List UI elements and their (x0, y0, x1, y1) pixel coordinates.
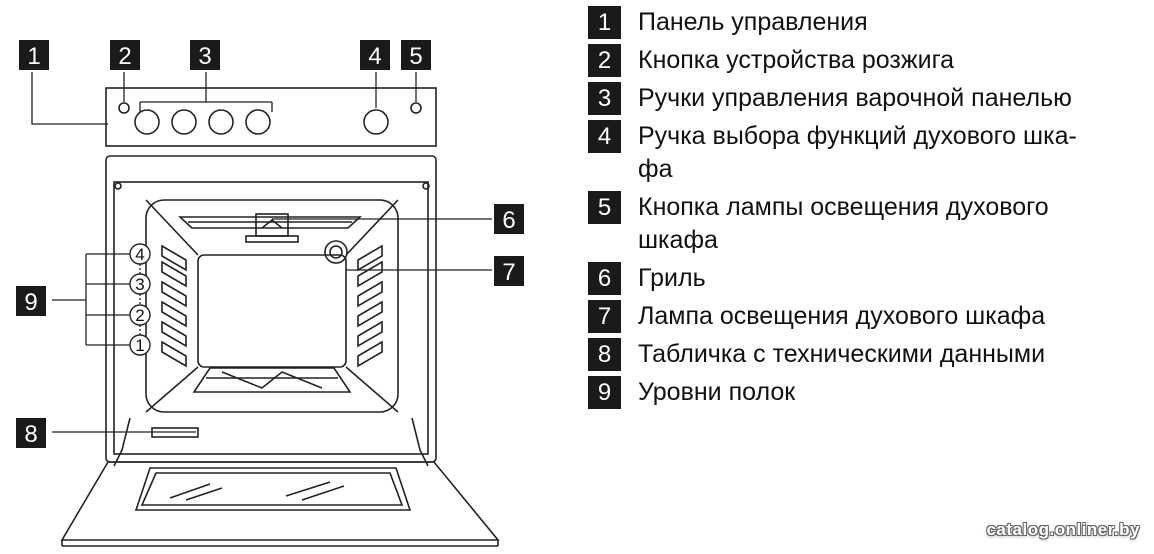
left-hinge (113, 417, 131, 467)
oven-lamp (324, 240, 348, 264)
legend-number: 1 (588, 6, 621, 39)
legend-item-2: Кнопка устройства розжига 2 (588, 44, 1148, 77)
legend-item-7: Лампа освещения духового шкафа 7 (588, 300, 1148, 333)
legend-item-6: Гриль 6 (588, 262, 1148, 295)
legend-text-line: Кнопка лампы освещения духового (638, 193, 1049, 221)
callout-label: 5 (409, 43, 422, 70)
legend-number: 7 (588, 300, 621, 333)
legend-number: 3 (588, 82, 621, 115)
oven-diagram: 4 3 2 1 1 2 3 4 5 6 7 8 9 (16, 40, 524, 547)
right-shelf-rails (357, 244, 383, 368)
shelf-level-number: 1 (135, 336, 144, 355)
legend-text-line: Ручка выбора функций духового шка- (638, 122, 1077, 150)
leader-lines (31, 72, 492, 433)
callout-9: 9 (16, 286, 46, 316)
callout-box (110, 40, 140, 70)
oven-cavity (145, 199, 399, 413)
legend-number: 8 (588, 338, 621, 371)
right-hinge (411, 417, 429, 467)
shelf-level-number: 3 (135, 275, 144, 294)
control-panel (105, 87, 437, 147)
callout-box (401, 40, 431, 70)
callout-3: 3 (190, 40, 220, 70)
legend-text-line: Уровни полок (638, 378, 796, 406)
legend-text-line: Гриль (638, 264, 706, 292)
callout-box (16, 418, 46, 448)
legend-number: 9 (588, 376, 621, 409)
legend-number: 6 (588, 262, 621, 295)
legend-number: 4 (588, 120, 621, 153)
bottom-heating-element (192, 367, 352, 393)
legend-number: 2 (588, 44, 621, 77)
legend-item-1: Панель управления 1 (588, 6, 1148, 39)
legend-text-line: Табличка с техническими данными (638, 340, 1046, 368)
legend-item-8: Табличка с техническими данными 8 (588, 338, 1148, 371)
callout-2: 2 (110, 40, 140, 70)
legend-item-3: Ручки управления варочной панелью 3 (588, 82, 1148, 115)
callout-box (494, 204, 524, 234)
callout-1: 1 (19, 40, 49, 70)
shelf-level-2: 2 (129, 304, 151, 326)
shelf-level-number: 2 (135, 306, 144, 325)
legend-item-5: Кнопка лампы освещения духового шкафа 5 (588, 191, 1148, 257)
shelf-level-1: 1 (129, 334, 151, 356)
oven-lamp-button (410, 102, 422, 114)
oven-function-knob (363, 109, 389, 135)
legend-text-line: шкафа (638, 226, 718, 254)
callout-label: 3 (198, 43, 211, 70)
callout-box (360, 40, 390, 70)
callout-label: 4 (368, 43, 381, 70)
left-shelf-rails (161, 244, 187, 368)
shelf-level-3: 3 (129, 273, 151, 295)
hob-knob-2 (171, 109, 197, 135)
callout-4: 4 (360, 40, 390, 70)
callout-8: 8 (16, 418, 46, 448)
callout-label: 2 (118, 43, 131, 70)
legend-text-line: фа (638, 155, 673, 183)
legend-text-line: Ручки управления варочной панелью (638, 84, 1072, 112)
legend-text-line: Панель управления (638, 8, 868, 36)
legend-text-line: Лампа освещения духового шкафа (638, 302, 1046, 330)
oven-door (60, 461, 500, 547)
callout-label: 8 (24, 421, 37, 448)
callout-label: 7 (502, 259, 515, 286)
legend-number: 5 (588, 191, 621, 224)
callout-7: 7 (494, 256, 524, 286)
hob-knob-4 (245, 109, 271, 135)
legend-text-line: Кнопка устройства розжига (638, 46, 955, 74)
grill-element (177, 213, 363, 243)
callout-box (16, 286, 46, 316)
ignition-button (118, 102, 130, 114)
callout-box (494, 256, 524, 286)
callout-label: 1 (27, 43, 40, 70)
callout-5: 5 (401, 40, 431, 70)
hob-knob-3 (208, 109, 234, 135)
watermark: catalog.onliner.by (986, 520, 1140, 539)
hob-knob-1 (134, 109, 160, 135)
callout-label: 6 (502, 207, 515, 234)
legend-item-9: Уровни полок 9 (588, 376, 1148, 409)
callout-label: 9 (24, 289, 37, 316)
callout-box (19, 40, 49, 70)
callout-6: 6 (494, 204, 524, 234)
shelf-level-number: 4 (135, 245, 144, 264)
shelf-level-4: 4 (129, 243, 151, 265)
callout-box (190, 40, 220, 70)
legend-item-4: Ручка выбора функций духового шка-фа 4 (588, 120, 1148, 186)
